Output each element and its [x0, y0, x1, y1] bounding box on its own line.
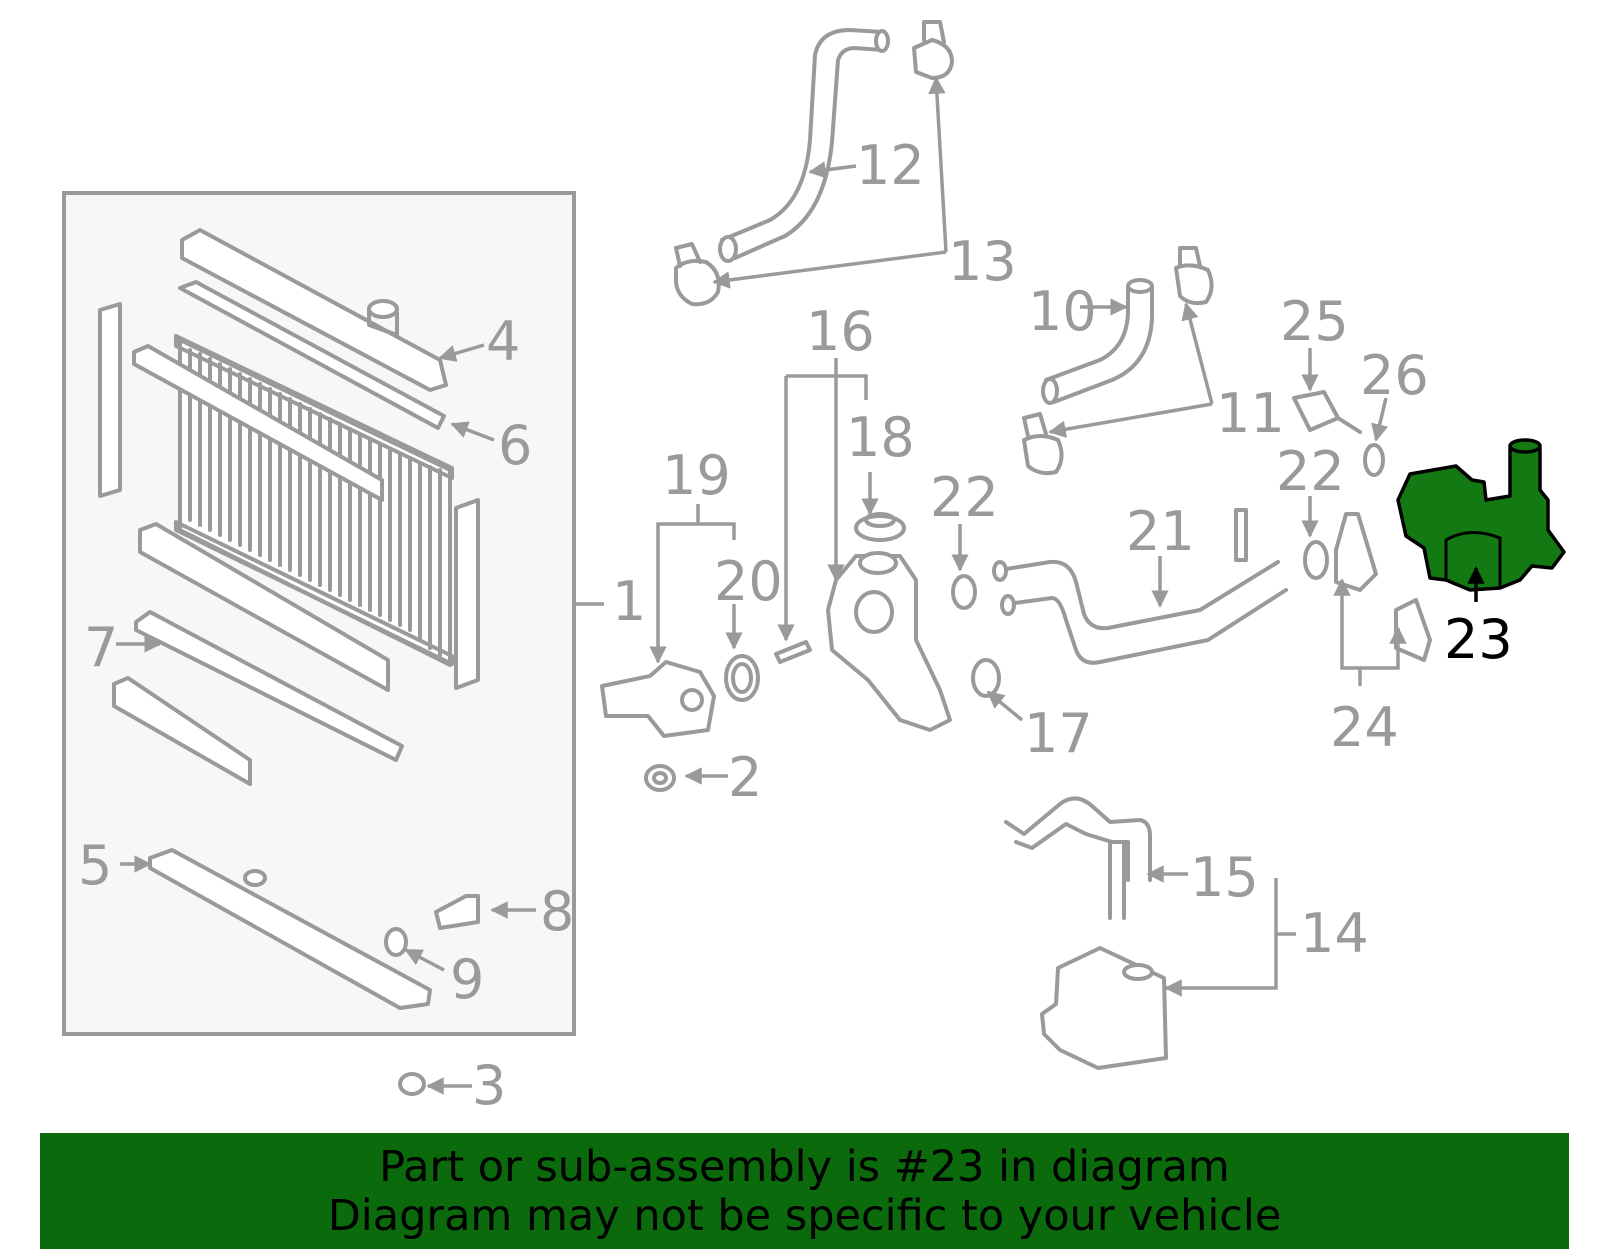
clamp-13-lower [674, 242, 721, 307]
water-outlet-23-highlighted [1396, 438, 1566, 592]
o-ring-9 [384, 927, 408, 957]
nut-2 [644, 764, 676, 792]
callout-21: 21 [1126, 500, 1195, 563]
clamp-11-lower [1022, 412, 1064, 476]
callout-15: 15 [1190, 846, 1259, 909]
upper-radiator-tank [180, 228, 448, 392]
callout-26: 26 [1360, 344, 1429, 407]
callout-4: 4 [486, 310, 520, 373]
callout-11: 11 [1216, 382, 1285, 445]
o-ring-22-right [1303, 540, 1329, 580]
gasket-24-upper [1334, 512, 1378, 592]
leader-lines [116, 76, 1485, 1095]
info-banner: Part or sub-assembly is #23 in diagram D… [40, 1133, 1569, 1249]
seal-bar-upper [132, 344, 384, 502]
callout-10: 10 [1028, 280, 1097, 343]
callout-20: 20 [714, 550, 783, 613]
hose-15 [1004, 796, 1152, 920]
callout-12: 12 [856, 134, 925, 197]
callout-3: 3 [472, 1054, 506, 1117]
callout-24: 24 [1330, 696, 1399, 759]
tank-gasket-6 [178, 280, 446, 430]
side-seal-left [98, 302, 122, 498]
clamp-13-upper [912, 20, 954, 80]
callout-22-left: 22 [930, 466, 999, 529]
clamp-11-upper [1174, 246, 1214, 306]
callout-numbers: 1 2 3 4 5 6 7 8 9 10 11 12 13 14 15 16 1… [78, 134, 1513, 1117]
bracket-8 [434, 894, 480, 930]
cap-18 [854, 512, 906, 542]
gasket-20 [724, 654, 760, 702]
banner-line-2: Diagram may not be specific to your vehi… [327, 1191, 1282, 1241]
callout-6: 6 [498, 414, 532, 477]
banner-line-1: Part or sub-assembly is #23 in diagram [379, 1142, 1230, 1192]
callout-25: 25 [1280, 290, 1349, 353]
gasket-24-lower [1394, 598, 1432, 662]
callout-23-highlighted: 23 [1444, 608, 1513, 671]
o-ring-26 [1363, 443, 1385, 477]
water-inlet-housing [600, 660, 716, 738]
sensor-25 [1292, 390, 1362, 434]
callout-16: 16 [806, 300, 875, 363]
callout-2: 2 [728, 746, 762, 809]
water-pump-16 [826, 551, 952, 732]
stud-bolt [774, 640, 812, 664]
callout-17: 17 [1024, 702, 1093, 765]
callout-7: 7 [84, 616, 118, 679]
seal-7 [134, 610, 404, 762]
callout-1: 1 [612, 570, 646, 633]
hose-12 [718, 28, 890, 263]
o-ring-22-left [951, 574, 977, 610]
hose-10 [1041, 278, 1154, 405]
gasket-17 [971, 658, 1001, 698]
callout-8: 8 [540, 880, 574, 943]
side-seal-right [454, 498, 480, 690]
seal-bar-lower [138, 522, 390, 692]
pipe-21 [992, 508, 1288, 665]
reservoir-14 [1040, 946, 1168, 1070]
callout-19: 19 [662, 444, 731, 507]
callout-14: 14 [1300, 902, 1369, 965]
callout-5: 5 [78, 834, 112, 897]
callout-22-right: 22 [1276, 440, 1345, 503]
clip-3 [398, 1072, 426, 1096]
seal-bar-bottom [112, 676, 252, 786]
callout-18: 18 [846, 406, 915, 469]
callout-13: 13 [948, 230, 1017, 293]
callout-9: 9 [450, 948, 484, 1011]
